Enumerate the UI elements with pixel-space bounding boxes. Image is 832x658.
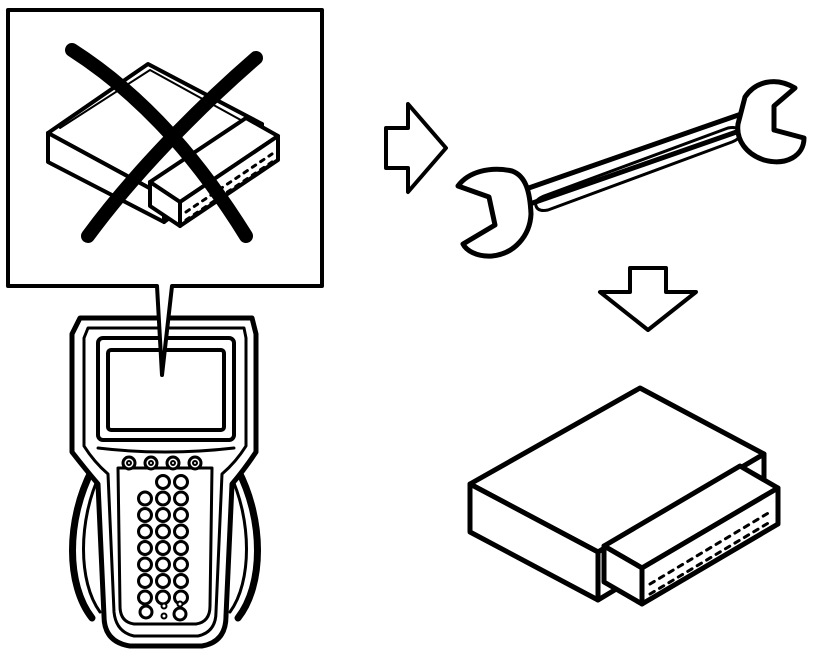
keypad-key bbox=[155, 474, 171, 490]
keypad-key bbox=[155, 540, 171, 556]
keypad-key bbox=[137, 573, 153, 589]
keypad-key bbox=[155, 507, 171, 523]
keypad-key bbox=[173, 523, 189, 540]
keypad-key bbox=[173, 490, 189, 507]
keypad-key bbox=[137, 507, 153, 523]
keypad-key bbox=[137, 490, 153, 507]
keypad-key bbox=[137, 540, 153, 556]
keypad-key bbox=[173, 573, 189, 589]
keypad-key bbox=[173, 474, 189, 490]
keypad bbox=[137, 474, 189, 606]
keypad-key bbox=[155, 490, 171, 507]
keypad-key bbox=[173, 540, 189, 556]
control-module-icon bbox=[467, 385, 781, 607]
keypad-key bbox=[137, 556, 153, 573]
right-arrow-icon bbox=[384, 102, 448, 194]
crossed-out-module-callout bbox=[6, 8, 324, 377]
function-keys bbox=[121, 455, 203, 471]
keypad-key bbox=[137, 523, 153, 540]
crossed-out-module-icon bbox=[46, 43, 280, 243]
scan-tool-icon bbox=[69, 315, 261, 649]
keypad-key bbox=[173, 507, 189, 523]
keypad-key bbox=[155, 523, 171, 540]
down-arrow-icon bbox=[598, 266, 698, 332]
keypad-key bbox=[155, 589, 171, 606]
keypad-key bbox=[173, 556, 189, 573]
wrench-icon bbox=[455, 79, 807, 259]
keypad-key bbox=[137, 589, 153, 606]
keypad-key bbox=[155, 556, 171, 573]
keypad-key bbox=[155, 573, 171, 589]
